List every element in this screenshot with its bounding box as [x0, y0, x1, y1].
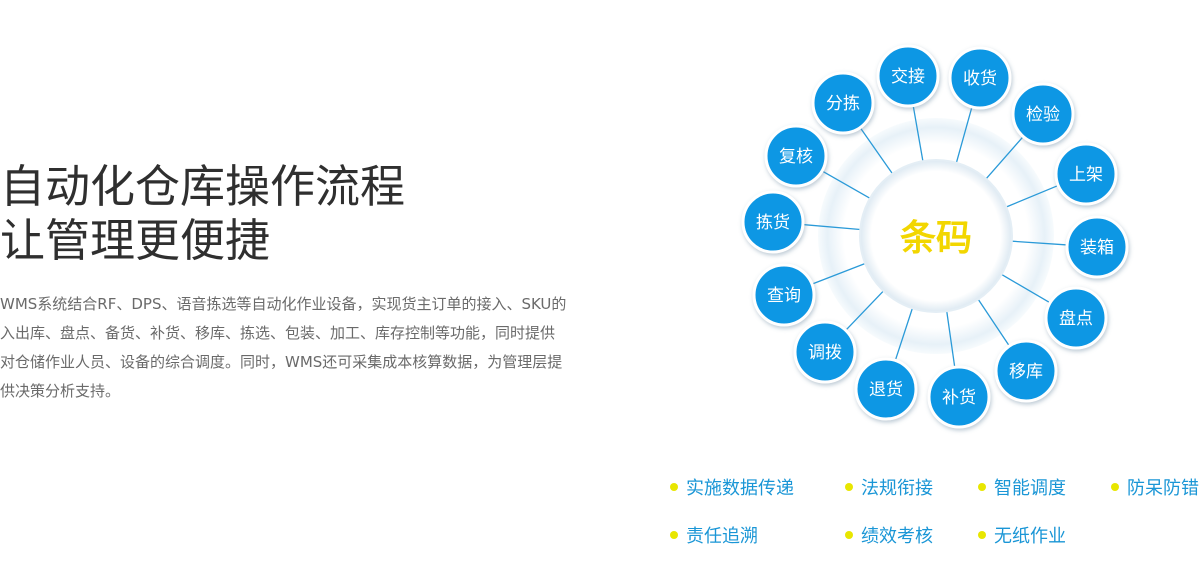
headline-line-1: 自动化仓库操作流程 [0, 160, 406, 213]
process-node-label: 补货 [942, 388, 976, 408]
process-node-label: 分拣 [826, 94, 860, 114]
process-node-label: 拣货 [756, 213, 790, 233]
process-node-circle [927, 365, 991, 429]
spoke-line [977, 298, 1010, 347]
process-node-label: 上架 [1069, 165, 1103, 185]
headline-line-2: 让管理更便捷 [0, 214, 271, 267]
process-node-circle [948, 46, 1012, 110]
center-hub [859, 159, 1013, 313]
process-node-circle [811, 71, 875, 135]
spoke-line [821, 170, 871, 199]
spoke-line [1005, 184, 1059, 208]
process-node-label: 移库 [1009, 362, 1043, 382]
process-node-label: 交接 [891, 67, 925, 87]
process-node-label: 退货 [869, 380, 903, 400]
spoke-line [845, 290, 884, 331]
bullet-dot-icon [670, 531, 678, 539]
spoke-line [946, 311, 956, 368]
process-node: 检验 [1011, 82, 1075, 146]
feature-item: 智能调度 [978, 478, 1066, 500]
process-node: 收货 [948, 46, 1012, 110]
process-node: 查询 [752, 263, 816, 327]
feature-item: 法规衔接 [845, 478, 933, 500]
feature-label: 法规衔接 [861, 478, 933, 499]
description: WMS系统结合RF、DPS、语音拣选等自动化作业设备，实现货主订单的接入、SKU… [0, 290, 610, 406]
process-node: 交接 [876, 44, 940, 108]
process-node-circle [1044, 286, 1108, 350]
feature-label: 防呆防错 [1127, 478, 1199, 499]
description-line-1: WMS系统结合RF、DPS、语音拣选等自动化作业设备，实现货主订单的接入、SKU… [0, 295, 567, 313]
feature-label: 智能调度 [994, 478, 1066, 499]
description-line-2: 入出库、盘点、备货、补货、移库、拣选、包装、加工、库存控制等功能，同时提供 [0, 324, 556, 342]
process-node-circle [1065, 215, 1129, 279]
spokes [802, 105, 1068, 368]
process-node: 装箱 [1065, 215, 1129, 279]
bullet-dot-icon [845, 483, 853, 491]
process-node: 补货 [927, 365, 991, 429]
feature-item: 防呆防错 [1111, 478, 1199, 500]
spoke-line [802, 223, 861, 231]
feature-label: 无纸作业 [994, 526, 1066, 547]
bullet-dot-icon [978, 483, 986, 491]
process-node-circle [1011, 82, 1075, 146]
spoke-line [912, 105, 924, 162]
spoke-line [955, 106, 973, 163]
spoke-line [1011, 240, 1068, 246]
process-node-label: 装箱 [1080, 238, 1114, 258]
process-node-label: 收货 [963, 69, 997, 89]
center-label: 条码 [900, 218, 972, 259]
bullet-dot-icon [670, 483, 678, 491]
process-node: 退货 [854, 357, 918, 421]
description-line-4: 供决策分析支持。 [0, 382, 121, 400]
process-node-label: 查询 [767, 286, 801, 306]
process-node: 复核 [764, 124, 828, 188]
process-node-circle [741, 190, 805, 254]
spoke-line [859, 127, 893, 175]
process-node-circle [994, 339, 1058, 403]
spoke-line [811, 262, 866, 285]
feature-label: 绩效考核 [861, 526, 933, 547]
bullet-dot-icon [978, 531, 986, 539]
process-node-circle [752, 263, 816, 327]
feature-label: 责任追溯 [686, 526, 758, 547]
process-node: 分拣 [811, 71, 875, 135]
process-node-circle [1054, 142, 1118, 206]
process-node-label: 盘点 [1059, 309, 1093, 329]
process-node: 移库 [994, 339, 1058, 403]
process-node-circle [854, 357, 918, 421]
feature-label: 实施数据传递 [686, 478, 794, 499]
headline: 自动化仓库操作流程 让管理更便捷 [0, 160, 405, 268]
process-node: 拣货 [741, 190, 805, 254]
feature-item: 实施数据传递 [670, 478, 794, 500]
feature-item: 绩效考核 [845, 526, 933, 548]
feature-item: 责任追溯 [670, 526, 758, 548]
bullet-dot-icon [1111, 483, 1119, 491]
process-node-label: 检验 [1026, 105, 1060, 125]
feature-item: 无纸作业 [978, 526, 1066, 548]
spoke-line [894, 308, 914, 361]
process-node-circle [876, 44, 940, 108]
process-node: 调拨 [793, 320, 857, 384]
bullet-dot-icon [845, 531, 853, 539]
process-node-circle [793, 320, 857, 384]
spoke-line [1001, 273, 1051, 304]
description-line-3: 对仓储作业人员、设备的综合调度。同时，WMS还可采集成本核算数据，为管理层提 [0, 353, 563, 371]
process-node-circle [764, 124, 828, 188]
process-node: 上架 [1054, 142, 1118, 206]
spoke-line [985, 136, 1024, 180]
process-node-label: 调拨 [808, 343, 842, 363]
process-node: 盘点 [1044, 286, 1108, 350]
process-node-label: 复核 [779, 147, 813, 167]
